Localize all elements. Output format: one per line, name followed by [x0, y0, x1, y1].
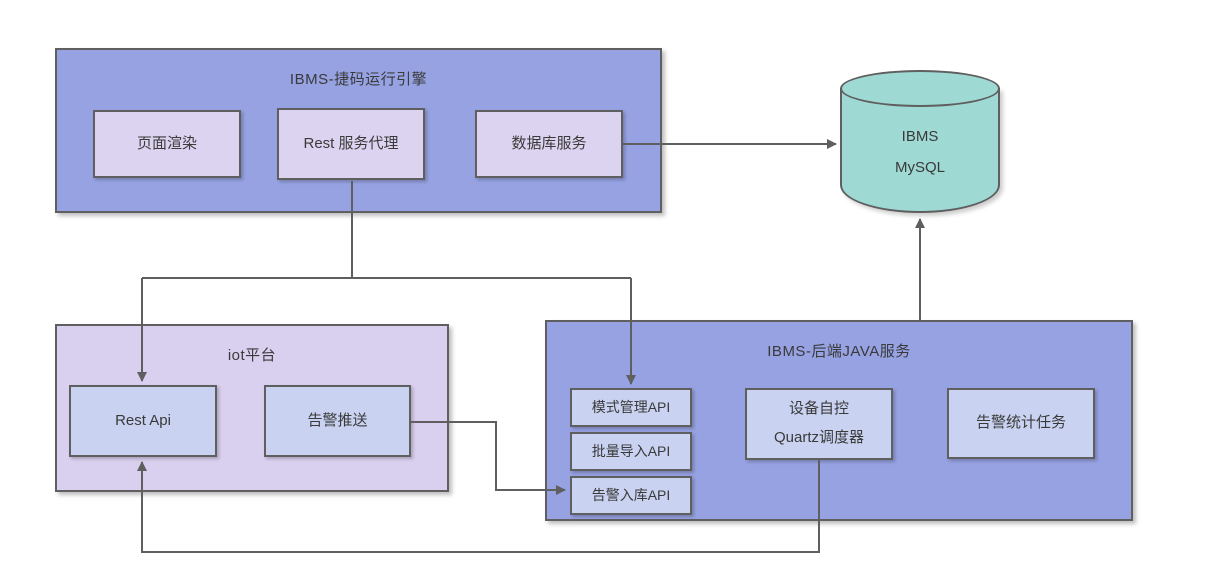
node-batch-api: 批量导入API	[570, 432, 692, 471]
node-page-render-label: 页面渲染	[136, 134, 197, 152]
node-rest-proxy-label: Rest 服务代理	[303, 134, 399, 152]
group-java-title: IBMS-后端JAVA服务	[767, 343, 911, 360]
node-db-service-label: 数据库服务	[511, 134, 587, 152]
node-batch-api-label: 批量导入API	[591, 442, 671, 459]
node-mode-api-label: 模式管理API	[591, 398, 671, 415]
node-rest-api-label: Rest Api	[115, 411, 171, 429]
group-iot-title: iot平台	[227, 347, 277, 364]
node-rest-proxy: Rest 服务代理	[277, 108, 425, 180]
node-quartz-line2: Quartz调度器	[773, 429, 864, 446]
node-db-service: 数据库服务	[475, 110, 623, 178]
node-alarm-stats-label: 告警统计任务	[975, 414, 1066, 432]
database-cylinder: IBMS MySQL	[840, 70, 1000, 213]
node-quartz-scheduler: 设备自控 Quartz调度器	[745, 388, 893, 460]
database-cylinder-body	[840, 88, 1000, 213]
node-page-render: 页面渲染	[93, 110, 241, 178]
group-engine-title: IBMS-捷码运行引擎	[289, 71, 428, 88]
database-label-line2: MySQL	[894, 159, 945, 176]
database-label-line1: IBMS	[901, 128, 939, 145]
node-alarm-push: 告警推送	[264, 385, 411, 457]
node-mode-api: 模式管理API	[570, 388, 692, 427]
node-quartz-line1: 设备自控	[788, 400, 849, 418]
node-rest-api: Rest Api	[69, 385, 217, 457]
node-alarm-stats: 告警统计任务	[947, 388, 1095, 459]
database-cylinder-top	[840, 70, 1000, 107]
node-alarm-push-label: 告警推送	[307, 411, 368, 429]
node-alarmdb-api: 告警入库API	[570, 476, 692, 515]
database-label: IBMS MySQL	[840, 128, 1000, 176]
node-alarmdb-api-label: 告警入库API	[591, 486, 671, 503]
